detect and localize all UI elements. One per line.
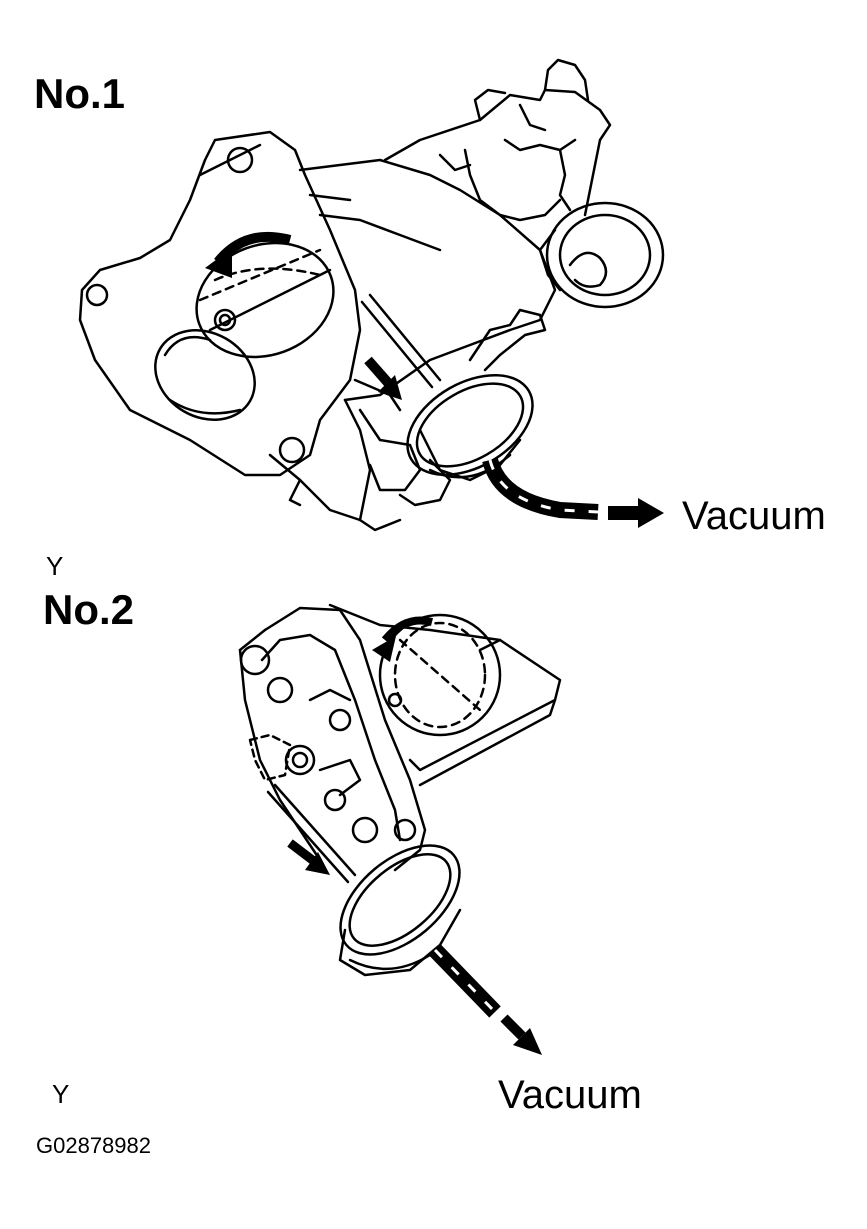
actuator-rod [362, 295, 440, 387]
rotation-arrowhead-icon-2 [372, 636, 396, 662]
actuator-rod-2 [268, 785, 355, 882]
figure2-title: No.2 [43, 586, 135, 633]
vacuum-hose-1-hatching [490, 460, 598, 512]
figure1-vacuum-label: Vacuum [682, 494, 826, 538]
throttle-housing [270, 160, 555, 530]
vacuum-hose-2 [435, 950, 495, 1012]
rotation-arrowhead-icon-1 [205, 248, 232, 278]
push-arrowhead-icon-1 [378, 375, 402, 400]
figure2-vacuum-label: Vacuum [498, 1073, 642, 1117]
vacuum-actuator-2 [321, 824, 480, 975]
rotation-arrow-icon-2 [385, 620, 432, 640]
figure-code: G02878982 [36, 1133, 151, 1158]
push-arrow-icon-2 [290, 843, 315, 862]
throttle-frame [240, 608, 425, 870]
vacuum-arrow-shaft-icon-1 [608, 506, 640, 520]
throttle-flange [80, 132, 360, 475]
throttle-bore [139, 224, 350, 437]
figure1-title: No.1 [34, 70, 126, 117]
vacuum-arrowhead-icon-1 [638, 498, 664, 528]
figure1-y-mark: Y [46, 551, 64, 581]
push-arrow-icon-1 [368, 360, 390, 385]
figure2-y-mark: Y [52, 1079, 70, 1109]
push-arrowhead-icon-2 [305, 852, 330, 875]
throttle-bore-2 [380, 615, 500, 735]
base-plate [330, 605, 560, 785]
upper-pipe-assembly [385, 60, 610, 220]
vacuum-arrow-shaft-icon-2 [504, 1018, 522, 1036]
vacuum-arrowhead-icon-2 [513, 1028, 542, 1055]
